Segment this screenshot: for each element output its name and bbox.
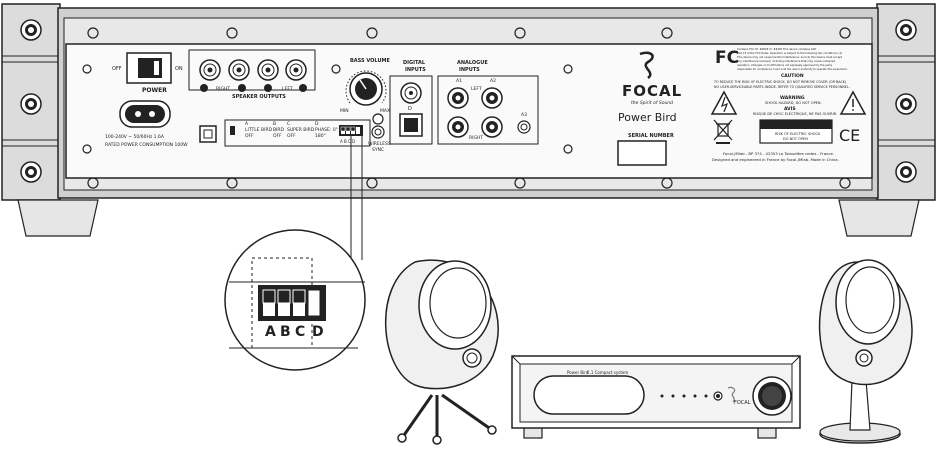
bass-volume: BASS VOLUME MIN MAX WIRELESS SYNC	[340, 58, 391, 153]
caution-box-line-2: DO NOT OPEN	[783, 137, 808, 141]
speaker-left-label: LEFT	[282, 86, 293, 92]
power-voltage: 100-240V ~ 50/60Hz 1.6A	[105, 134, 165, 140]
analogue-right: RIGHT	[469, 135, 483, 141]
right-speaker	[818, 259, 913, 444]
analogue-left: LEFT	[471, 86, 482, 92]
dip-d-line2: 180°	[315, 133, 326, 139]
zoom-label-b: B	[280, 324, 291, 340]
dip-switch-labels: A B C D	[340, 139, 355, 144]
caution-title: CAUTION	[781, 73, 804, 79]
fcc-text-5: operation. Changes or modifications not …	[737, 63, 833, 67]
zoom-label-c: C	[295, 324, 305, 340]
analogue-inputs-line2: INPUTS	[459, 67, 480, 73]
dip-a-line1: LITTLE BIRD	[245, 127, 273, 133]
focal-logo-mark	[639, 51, 654, 79]
power-on-label: ON	[175, 66, 183, 72]
fcc-text-1: Contains FCC ID: #### IC: #### This devi…	[737, 47, 817, 51]
minus-1: −	[239, 85, 244, 92]
fcc-text-3: This device may not cause harmful interf…	[737, 55, 842, 59]
zoom-switch-a	[262, 289, 276, 316]
analogue-a1: A1	[456, 78, 462, 84]
serial-number-label: SERIAL NUMBER	[628, 133, 674, 139]
zoom-switch-d	[307, 289, 321, 317]
avis-title: AVIS	[784, 106, 796, 112]
analogue-a2: A2	[490, 78, 496, 84]
digital-inputs: DIGITAL INPUTS D	[389, 60, 433, 145]
dip-zoom-inset: A B C D	[224, 229, 366, 371]
dip-c-line1: SUPER BIRD	[287, 127, 315, 133]
avis-line-1: RISQUE DE CHOC ELECTRIQUE, NE PAS OUVRIR…	[753, 112, 837, 116]
amp-subtitle-top: 2.1 Compact system	[587, 370, 628, 375]
dip-b-line1: BIRD	[273, 127, 285, 133]
fc-logo: FC	[715, 48, 739, 68]
fcc-text-6: responsible for compliance could void th…	[737, 67, 848, 71]
zoom-switch-c	[292, 289, 306, 316]
zoom-label-a: A	[265, 324, 276, 340]
callout-leader	[350, 136, 363, 270]
brand-logo: FOCAL	[622, 82, 682, 100]
digital-input-d: D	[408, 106, 412, 112]
power-title: POWER	[142, 87, 167, 94]
digital-inputs-line2: INPUTS	[405, 67, 426, 73]
fcc-text-4: any interference received, including int…	[737, 59, 836, 63]
caution-line-1: TO REDUCE THE RISK OF ELECTRIC SHOCK, DO…	[713, 80, 846, 84]
digital-inputs-line1: DIGITAL	[403, 60, 426, 66]
dip-c-letter: C	[287, 121, 290, 127]
dip-d-line1: PHASE: 0°	[315, 127, 338, 133]
chassis-screws	[20, 19, 917, 183]
compliance-area: FC Contains FCC ID: #### IC: #### This d…	[710, 47, 867, 162]
brand-model: Power Bird	[618, 111, 677, 124]
panel-screws	[82, 27, 851, 189]
minus-2: −	[265, 85, 270, 92]
dip-d-letter: D	[315, 121, 319, 127]
amplifier-front: Power Bird 2.1 Compact system FOCAL	[511, 355, 801, 439]
rear-panel	[1, 3, 936, 237]
power-consumption: RATED POWER CONSUMPTION 100W	[105, 142, 188, 148]
left-speaker	[385, 259, 499, 445]
power-off-label: OFF	[112, 66, 122, 72]
ce-mark: CE	[839, 126, 860, 145]
analogue-inputs-line1: ANALOGUE	[457, 60, 488, 66]
dip-a-line2: OFF	[245, 133, 254, 139]
bass-volume-title: BASS VOLUME	[350, 58, 390, 64]
dip-settings: A LITTLE BIRD OFF B BIRD OFF C SUPER BIR…	[224, 119, 371, 147]
caution-line-2: NO USER-SERVICEABLE PARTS INSIDE. REFER …	[714, 85, 850, 89]
wireless-sync-line2: SYNC	[372, 147, 384, 153]
fcc-text-2: Part 15 of the FCC Rules. Operation is s…	[737, 51, 842, 55]
speaker-outputs: + − − + RIGHT LEFT SPEAKER OUTPUTS	[188, 49, 316, 100]
analogue-a3: A3	[521, 112, 527, 118]
warning-title: WARNING	[780, 95, 805, 101]
plus-2: +	[300, 85, 305, 92]
wireless-sync-line1: WIRELESS	[368, 141, 391, 147]
shock-warning-icon	[710, 90, 738, 115]
zoom-label-d: D	[312, 324, 324, 340]
plus-1: +	[201, 85, 206, 92]
brand-area: FOCAL the Spirit of Sound Power Bird SER…	[617, 51, 682, 166]
brand-tagline: the Spirit of Sound	[631, 100, 673, 106]
analogue-inputs: ANALOGUE INPUTS A1 A2 LEFT RIGHT A3	[437, 60, 539, 145]
bass-volume-max: MAX	[380, 108, 390, 114]
dip-b-letter: B	[273, 121, 276, 127]
amp-front-logo: FOCAL	[734, 400, 751, 406]
amp-name-top: Power Bird	[567, 370, 589, 375]
dip-a-letter: A	[245, 121, 249, 127]
caution-box-line-1: RISK OF ELECTRIC SHOCK	[775, 132, 821, 136]
speaker-outputs-title: SPEAKER OUTPUTS	[232, 94, 286, 100]
warning-line-1: SHOCK HAZARD, DO NOT OPEN.	[765, 101, 822, 105]
zoom-switch-b	[277, 289, 291, 316]
power-section: OFF ON POWER 100-240V ~ 50/60Hz 1.6A RAT…	[105, 52, 217, 148]
address-line: Focal-JMlab - BP 374 - 42353 La Talaudiè…	[723, 151, 834, 156]
designed-line: Designed and engineered in France by Foc…	[712, 157, 839, 162]
dip-c-line2: OFF	[287, 133, 296, 139]
speaker-right-label: RIGHT	[216, 86, 230, 92]
dip-b-line2: OFF	[273, 133, 282, 139]
caution-box-title: CAUTION	[782, 122, 812, 129]
bass-volume-min: MIN	[340, 108, 349, 114]
weee-bin-icon	[713, 119, 733, 144]
